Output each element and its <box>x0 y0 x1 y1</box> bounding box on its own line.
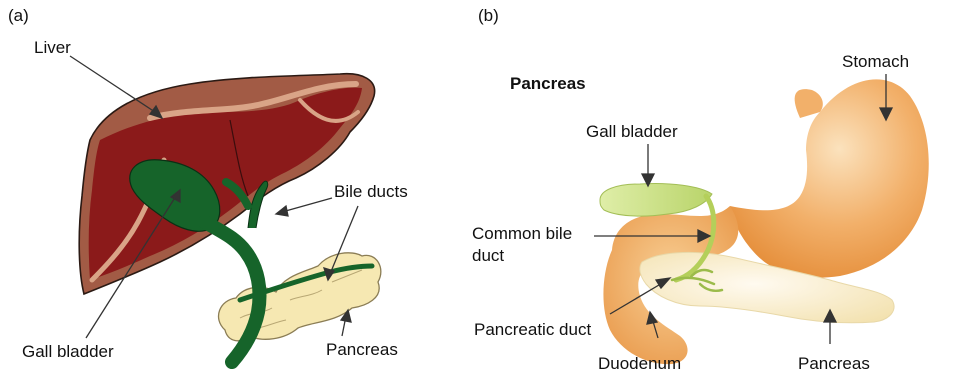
gall-bladder-b-shape <box>600 183 712 216</box>
pancreas-a-label: Pancreas <box>326 340 398 359</box>
pancreas-b-label: Pancreas <box>798 354 870 373</box>
common-bile-duct-label-line1: Common bile <box>472 224 572 243</box>
panel-b-heading: Pancreas <box>510 74 586 93</box>
panel-a-illustration <box>79 74 381 362</box>
pancreatic-duct-label: Pancreatic duct <box>474 320 591 339</box>
liver-label: Liver <box>34 38 71 57</box>
gall-bladder-a-label: Gall bladder <box>22 342 114 361</box>
duodenum-label: Duodenum <box>598 354 681 373</box>
panel-a-label: (a) <box>8 6 29 25</box>
gall-bladder-b-label: Gall bladder <box>586 122 678 141</box>
stomach-shape <box>730 79 929 277</box>
stomach-label: Stomach <box>842 52 909 71</box>
panel-b-label: (b) <box>478 6 499 25</box>
bile-ducts-label: Bile ducts <box>334 182 408 201</box>
common-bile-duct-label-line2: duct <box>472 246 504 265</box>
